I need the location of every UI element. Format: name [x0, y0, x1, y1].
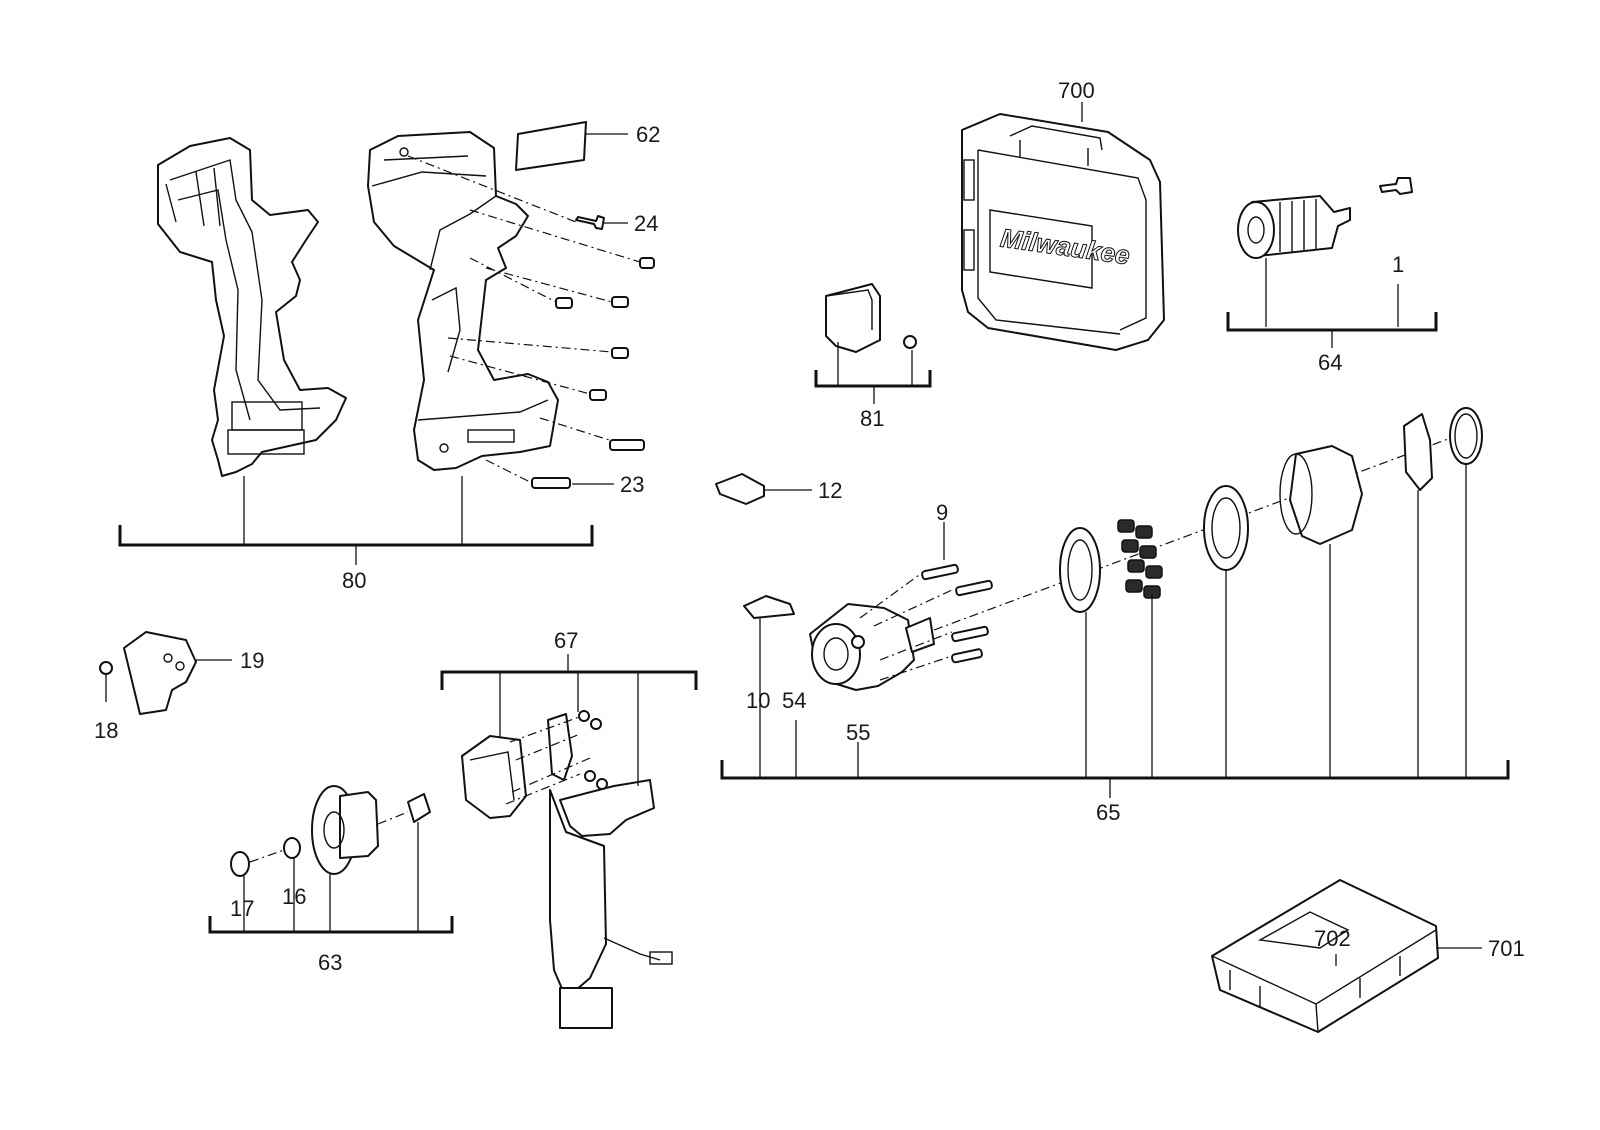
callout-700: 700 [1058, 78, 1095, 103]
chuck-icon [1237, 195, 1351, 327]
housing-left-icon [157, 137, 347, 545]
housing-right-icon [367, 131, 559, 545]
callout-701: 701 [1488, 936, 1525, 961]
case-insert-icon [1211, 879, 1482, 1033]
callout-16: 16 [282, 884, 306, 909]
screw-icon [611, 296, 629, 308]
screw-icon [609, 439, 645, 451]
switch-pcb-icon [461, 710, 673, 1029]
clutch-collar-icon [1279, 445, 1363, 545]
screw-icon [555, 297, 573, 309]
callout-17: 17 [230, 896, 254, 921]
slider-button-icon [715, 473, 765, 505]
callout-65: 65 [1096, 800, 1120, 825]
motor-icon [230, 785, 431, 877]
callout-67: 67 [554, 628, 578, 653]
screw-icon [99, 661, 113, 675]
callout-55: 55 [846, 720, 870, 745]
cover-icon [825, 283, 917, 353]
callout-12: 12 [818, 478, 842, 503]
retaining-plate-icon [1403, 413, 1433, 491]
bracket-plate-icon [123, 631, 197, 715]
screw-icon [589, 389, 607, 401]
callout-702: 702 [1314, 926, 1351, 951]
screw-icon [575, 215, 605, 230]
callout-62: 62 [636, 122, 660, 147]
label-sheet-icon [515, 121, 628, 171]
callout-9: 9 [936, 500, 948, 525]
planet-gears-icon [1117, 519, 1163, 599]
screw-icon [639, 257, 655, 269]
callout-18: 18 [94, 718, 118, 743]
callout-19: 19 [240, 648, 264, 673]
callout-81: 81 [860, 406, 884, 431]
callout-24: 24 [634, 211, 658, 236]
gearbox-icon [743, 435, 1457, 691]
callout-1: 1 [1392, 252, 1404, 277]
housing-screws [407, 155, 655, 489]
callout-23: 23 [620, 472, 644, 497]
o-ring-icon [1449, 407, 1483, 465]
carrying-case-icon: Milwaukee [961, 102, 1165, 351]
screw-icon [531, 477, 571, 489]
clutch-ring-icon [1203, 485, 1249, 571]
callout-10: 10 [746, 688, 770, 713]
screw-icon [1379, 177, 1413, 327]
callout-54: 54 [782, 688, 806, 713]
callout-63: 63 [318, 950, 342, 975]
callout-64: 64 [1318, 350, 1342, 375]
callout-80: 80 [342, 568, 366, 593]
screw-icon [611, 347, 629, 359]
ring-gear-icon [1059, 527, 1101, 613]
